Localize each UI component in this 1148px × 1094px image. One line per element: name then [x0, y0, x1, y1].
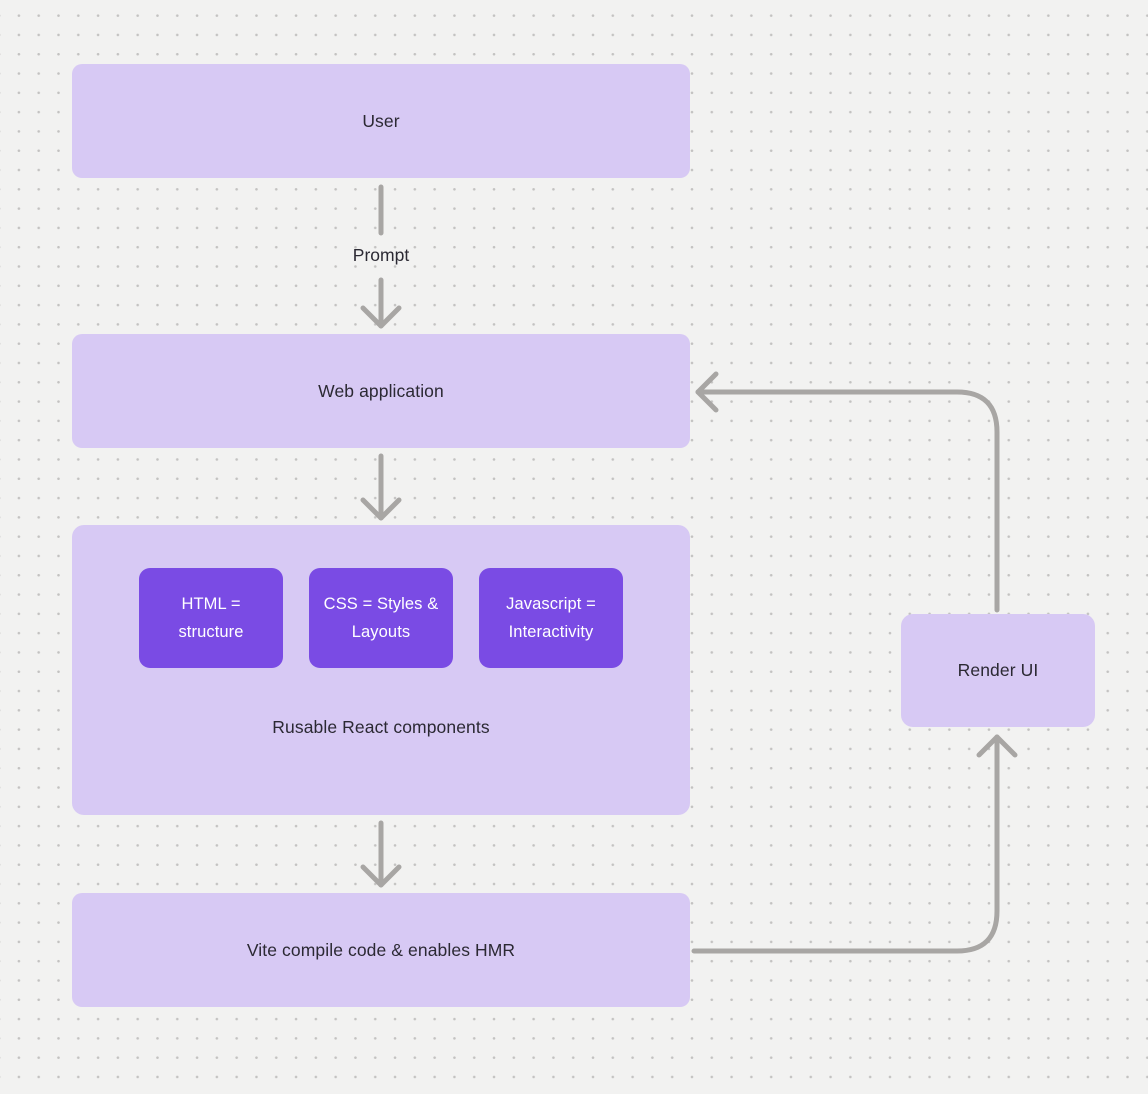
chip-javascript-label: Javascript = Interactivity: [506, 595, 596, 641]
arrow-up-icon: [976, 734, 1018, 758]
chip-javascript: Javascript = Interactivity: [479, 568, 623, 668]
node-user: User: [72, 64, 690, 178]
connector-vite-to-render: [691, 734, 1000, 954]
chip-row: HTML = structure CSS = Styles & Layouts …: [139, 568, 623, 668]
chip-css: CSS = Styles & Layouts: [309, 568, 453, 668]
chip-html-label: HTML = structure: [178, 595, 244, 641]
node-components-group: HTML = structure CSS = Styles & Layouts …: [72, 525, 690, 815]
node-render-ui: Render UI: [901, 614, 1095, 727]
node-vite-label: Vite compile code & enables HMR: [246, 939, 516, 960]
arrow-down-icon: [360, 305, 402, 329]
arrow-down-icon: [360, 497, 402, 521]
arrow-left-icon: [695, 371, 719, 413]
node-vite: Vite compile code & enables HMR: [72, 893, 690, 1007]
node-web-application: Web application: [72, 334, 690, 448]
connector-render-to-webapp: [695, 389, 1000, 613]
components-group-caption: Rusable React components: [272, 717, 490, 737]
edge-label-prompt: Prompt: [352, 245, 410, 265]
node-user-label: User: [362, 110, 400, 131]
chip-html: HTML = structure: [139, 568, 283, 668]
node-render-ui-label: Render UI: [957, 660, 1039, 680]
chip-css-label: CSS = Styles & Layouts: [323, 595, 439, 641]
node-web-application-label: Web application: [318, 380, 444, 401]
arrow-down-icon: [360, 864, 402, 888]
